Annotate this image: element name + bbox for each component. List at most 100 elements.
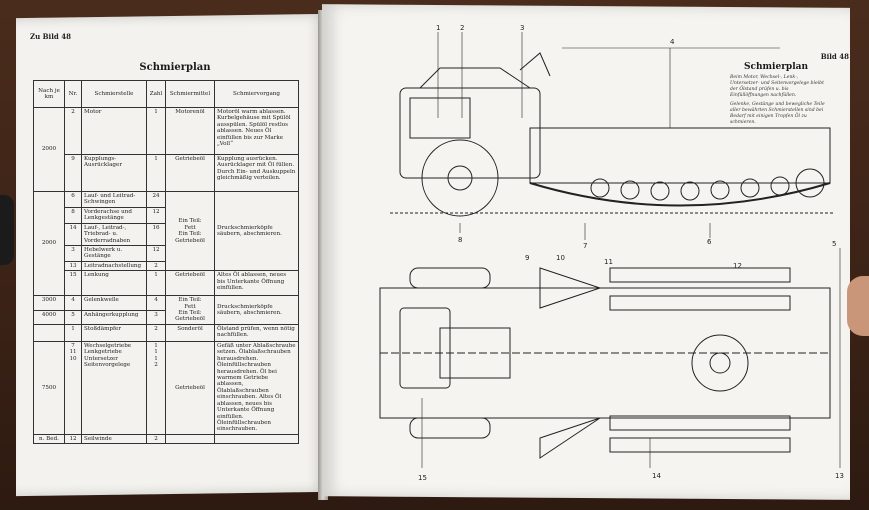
nr-cell: 2: [64, 107, 82, 155]
zahl-cell: 1 1 1 2: [146, 340, 166, 435]
lubrication-table: Nach je km Nr. Schmierstelle Zahl Schmie…: [33, 80, 299, 445]
table-row: 1 Stoßdämpfer 2 Sonderöl Ölstand prüfen,…: [33, 323, 299, 342]
col-mittel: Schmiermittel: [165, 80, 215, 108]
stelle-cell: Wechselgetriebe Lenkgetriebe Untersetzer…: [81, 340, 147, 435]
stelle-cell: Lauf-, Leitrad-, Triebrad- u. Vorderradn…: [81, 222, 147, 246]
zahl-value: 1: [154, 342, 158, 349]
mittel-cell: Getriebeöl: [165, 270, 215, 297]
note-paragraph: Gelenke, Gestänge und bewegliche Teile a…: [730, 101, 825, 125]
km-cell: n. Bed.: [33, 433, 65, 445]
nr-cell: 1: [64, 323, 82, 342]
nr-cell: 15: [64, 270, 82, 297]
vorgang-cell: Kupplung ausrücken. Ausrücklager mit Öl …: [214, 154, 299, 192]
stelle-cell: Vorderachse und Lenkgestänge: [81, 206, 147, 224]
binder-clip: [0, 195, 14, 265]
stelle-cell: Hebelwerk u. Gestänge: [81, 244, 147, 262]
mittel-getriebeoel: Getriebeöl: [175, 237, 205, 244]
table-row: 3000 4 Gelenkwelle 4 Ein Teil: Fett Ein …: [33, 295, 299, 325]
nr-cell: 4: [64, 295, 82, 311]
stelle-cell: Motor: [81, 107, 147, 155]
vorgang-cell: Motoröl warm ablassen. Kurbelgehäuse mit…: [214, 107, 299, 155]
callout-numbers: 1 2 3 4 5 6 7 8 9 10 11 12 13 14 15: [418, 24, 844, 482]
km-cell: [33, 323, 65, 342]
leader-lines: [421, 32, 841, 468]
col-stelle: Schmierstelle: [81, 80, 147, 108]
table-row: 15 Lenkung 1 Getriebeöl Altes Öl ablasse…: [34, 270, 299, 297]
nr-cell: 13: [64, 260, 82, 272]
stelle-cell: Lenkung: [81, 270, 147, 297]
stelle-value: Wechselgetriebe: [84, 342, 132, 349]
plan-view: [379, 267, 831, 459]
vorgang-cell: [214, 433, 299, 445]
mittel-cell: Sonderöl: [165, 323, 215, 342]
table-row: 13 Leitradnachstellung 2: [34, 260, 299, 272]
mittel-cell: [165, 433, 215, 445]
nr-cell: 7 11 10: [64, 340, 82, 435]
zahl-value: 2: [154, 362, 158, 369]
callout-2: 2: [460, 24, 464, 32]
callout-15: 15: [418, 474, 427, 482]
mittel-part-label: Ein Teil:: [178, 218, 202, 225]
callout-3: 3: [520, 24, 524, 32]
diagram-title: Schmierplan: [744, 62, 809, 72]
table-row: n. Bed. 12 Seilwinde 2: [33, 433, 299, 445]
stelle-cell: Leitradnachstellung: [81, 260, 147, 272]
stelle-cell: Stoßdämpfer: [81, 323, 147, 342]
stelle-value: Lenkgetriebe: [84, 349, 122, 356]
table-row: 4000 5 Anhängerkupplung 3: [33, 309, 299, 325]
km-cell: 2000: [33, 190, 65, 297]
nr-cell: 9: [64, 154, 82, 192]
mittel-cell: Getriebeöl: [165, 340, 215, 435]
vorgang-cell: Druckschmierköpfe säubern, abschmieren.: [214, 190, 299, 272]
col-vorgang: Schmiervorgang: [214, 80, 299, 108]
zahl-value: 1: [154, 349, 158, 356]
col-nr: Nr.: [64, 80, 82, 108]
table-row: 2000 2 Motor 1 Motorenöl Motoröl warm ab…: [33, 107, 299, 192]
mittel-cell: Ein Teil: Fett Ein Teil: Getriebeöl: [165, 190, 215, 272]
stelle-cell: Gelenkwelle: [81, 295, 147, 311]
km-cell: 2000: [33, 107, 65, 192]
mittel-getriebeoel: Getriebeöl: [175, 316, 205, 323]
callout-6: 6: [707, 238, 712, 246]
callout-1: 1: [436, 24, 440, 32]
note-paragraph: Beim Motor, Wechsel-, Lenk-, Untersetzer…: [730, 75, 824, 98]
callout-8: 8: [458, 236, 462, 244]
zahl-cell: 2: [146, 260, 166, 272]
zahl-cell: 1: [146, 154, 166, 192]
nr-cell: 5: [64, 309, 82, 325]
nr-cell: 6: [64, 191, 82, 208]
zahl-cell: 12: [146, 244, 166, 262]
lubrication-table-title: Schmierplan: [139, 62, 211, 73]
callout-14: 14: [652, 472, 661, 480]
km-cell: 4000: [33, 309, 65, 325]
zahl-cell: 2: [146, 433, 166, 445]
zahl-cell: 1: [146, 270, 166, 297]
nr-value: 7: [71, 342, 75, 349]
right-page-header: Bild 48: [820, 52, 849, 61]
stelle-value: Untersetzer: [84, 355, 118, 362]
zahl-cell: 4: [146, 295, 166, 311]
stelle-cell: Anhängerkupplung: [81, 309, 147, 325]
table-header-row: Nach je km Nr. Schmierstelle Zahl Schmie…: [33, 80, 299, 108]
nr-cell: 14: [64, 222, 82, 246]
col-km: Nach je km: [33, 80, 65, 108]
zahl-cell: 2: [146, 323, 166, 342]
mittel-part-label: Ein Teil:: [178, 310, 202, 317]
mittel-cell: Motorenöl: [165, 107, 215, 155]
mittel-fett: Fett: [184, 224, 196, 231]
mittel-part-label: Ein Teil:: [178, 297, 202, 304]
stelle-value: Seitenvorgelege: [84, 362, 131, 369]
stelle-cell: Kupplungs-Ausrücklager: [81, 154, 147, 192]
vorgang-cell: Ölstand prüfen, wenn nötig nachfüllen.: [214, 323, 299, 342]
zahl-cell: 1: [146, 107, 166, 155]
mittel-cell: Ein Teil: Fett Ein Teil: Getriebeöl: [165, 295, 215, 325]
zahl-cell: 3: [146, 309, 166, 325]
callout-13: 13: [835, 472, 844, 480]
nr-cell: 12: [64, 433, 82, 445]
callout-10: 10: [556, 254, 565, 262]
callout-4: 4: [670, 38, 675, 46]
callout-9: 9: [525, 254, 529, 262]
stelle-cell: Seilwinde: [81, 433, 147, 445]
zahl-cell: 16: [146, 222, 166, 246]
